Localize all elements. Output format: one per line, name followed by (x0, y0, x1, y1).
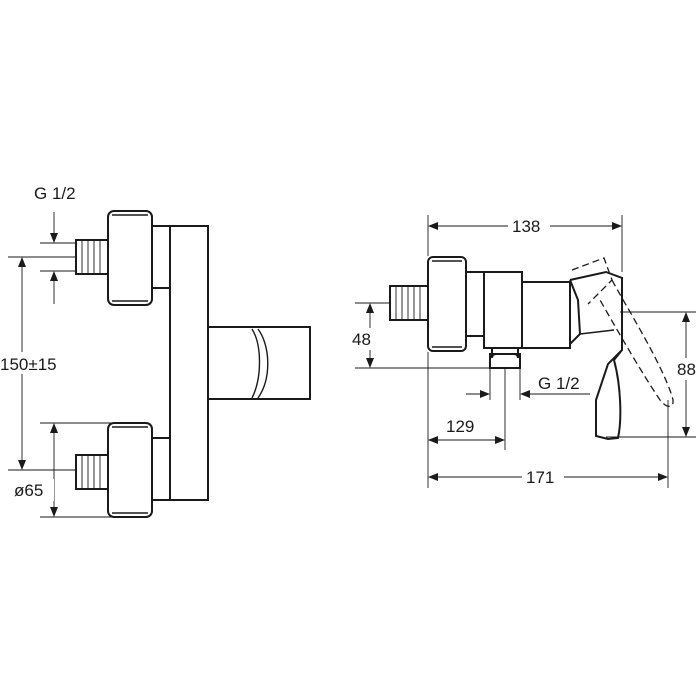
dim-right-outlet-depth: 129 (427, 352, 506, 488)
side-connector (427, 256, 485, 352)
dim-left-centers: 150±15 (0, 256, 76, 471)
dim-right-height: 48 (350, 302, 492, 369)
label-left-diameter: ø65 (14, 481, 43, 500)
label-left-thread: G 1/2 (34, 184, 76, 203)
label-right-total-depth: 171 (526, 468, 554, 487)
front-handle (207, 326, 311, 400)
side-inlet-thread (389, 285, 429, 321)
front-view: G 1/2 150±15 ø65 (0, 184, 311, 518)
label-right-lever-height: 88 (677, 360, 696, 379)
dim-right-lever-height: 88 (606, 311, 700, 438)
dim-left-diameter: ø65 (12, 422, 120, 518)
label-right-height: 48 (352, 330, 371, 349)
side-view: 138 48 G 1/2 12 (350, 215, 700, 488)
side-lever (569, 270, 623, 441)
label-right-width: 138 (512, 217, 540, 236)
dim-right-total-depth: 171 (428, 400, 669, 488)
mixer-body (169, 225, 209, 501)
dim-right-outlet-thread: G 1/2 (466, 368, 590, 400)
upper-connector (75, 210, 171, 306)
side-lever-dashed (571, 257, 674, 407)
label-right-outlet-depth: 129 (446, 417, 474, 436)
dim-left-thread: G 1/2 (34, 184, 76, 304)
lower-connector (75, 422, 171, 518)
dim-right-width: 138 (427, 215, 623, 272)
side-body (483, 271, 571, 369)
label-right-outlet-thread: G 1/2 (538, 374, 580, 393)
label-left-centers: 150±15 (0, 355, 57, 374)
